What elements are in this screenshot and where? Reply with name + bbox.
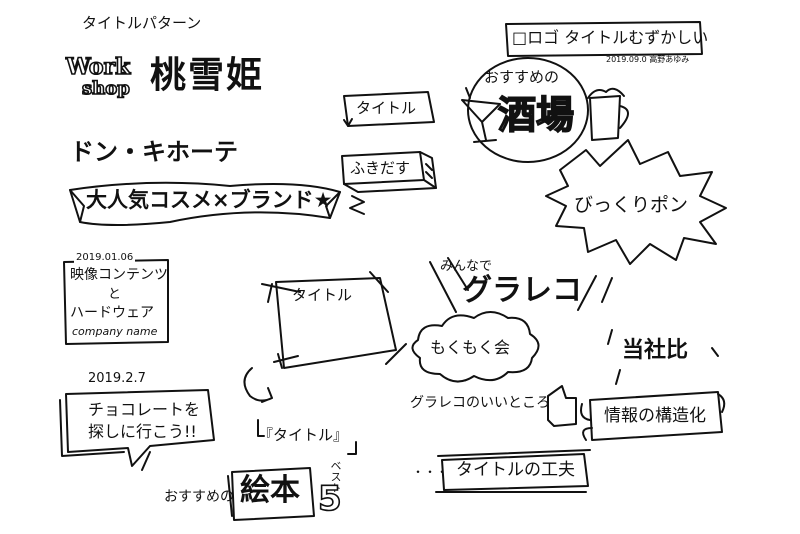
doc-date: 2019.01.06 [74, 252, 136, 263]
jouhou-scroll [589, 391, 723, 441]
logo-title-text: □ロゴ タイトルむずかしい [512, 28, 709, 47]
ehon-box [231, 467, 315, 521]
workshop-line2: shop [81, 78, 130, 99]
logo-credit: 2019.09.0 高野あゆみ [606, 55, 690, 64]
donki-text: ドン・キホーテ [70, 138, 238, 166]
choco-line2: 探しに行こう!! [88, 422, 197, 441]
sakaba-pre: おすすめの [484, 68, 560, 86]
minna-text: みんなで [440, 259, 493, 274]
ehon-pre: おすすめの [164, 489, 234, 505]
bottom-dots: ・・・ [412, 465, 449, 479]
workshop-line1: Work [65, 54, 131, 80]
sheet-heading: タイトルパターン [82, 14, 202, 32]
good-point-text: グラレコのいいところ [410, 395, 550, 411]
sakaba-ellipse [467, 57, 589, 163]
doc-line1: 映像コンテンツ [70, 267, 168, 283]
choco-date: 2019.2.7 [88, 371, 146, 386]
cocktail-icon [461, 99, 501, 143]
sakaba-main: 酒場 [497, 93, 575, 137]
tousha-text: 当社比 [622, 338, 689, 363]
center-frame [275, 277, 397, 369]
choco-line1: チョコレートを [88, 400, 201, 419]
ehon-main: 絵本 [240, 473, 300, 508]
ninki-ribbon [69, 181, 341, 226]
ninki-text: 大人気コスメ×ブランド★ [86, 188, 333, 212]
cloud-bubble [411, 311, 540, 383]
choco-bubble [65, 389, 215, 467]
mokumoku-text: もくもく会 [430, 338, 511, 357]
thumbs-up-icon [547, 385, 577, 427]
logo-box [505, 21, 703, 57]
bikkuri-text: びっくりポン [574, 194, 689, 216]
fukidasu-text: ふきだす [350, 159, 411, 177]
gurareko-lines [429, 257, 613, 313]
doc-line2: と [108, 287, 122, 302]
momoyuki-logo: 桃雪姫 [150, 55, 265, 96]
gurareko-text: グラレコ [462, 273, 582, 308]
bottom-title-text: タイトルの工夫 [456, 460, 575, 480]
doc-line3: ハードウェア [70, 305, 154, 321]
explosion-burst [545, 139, 727, 265]
center-frame-title: タイトル [292, 286, 353, 304]
kakko-title: 『タイトル』 [258, 426, 349, 444]
beer-mug-icon [589, 95, 621, 141]
curved-arrow [243, 367, 273, 403]
title-tag-text: タイトル [356, 99, 417, 117]
doc-line4: company name [72, 325, 158, 338]
ehon-best: ベスト [329, 460, 342, 493]
title-tag [343, 91, 435, 127]
jouhou-text: 情報の構造化 [604, 406, 706, 426]
ehon-num: 5 [317, 479, 342, 519]
bottom-title-box [441, 453, 589, 491]
